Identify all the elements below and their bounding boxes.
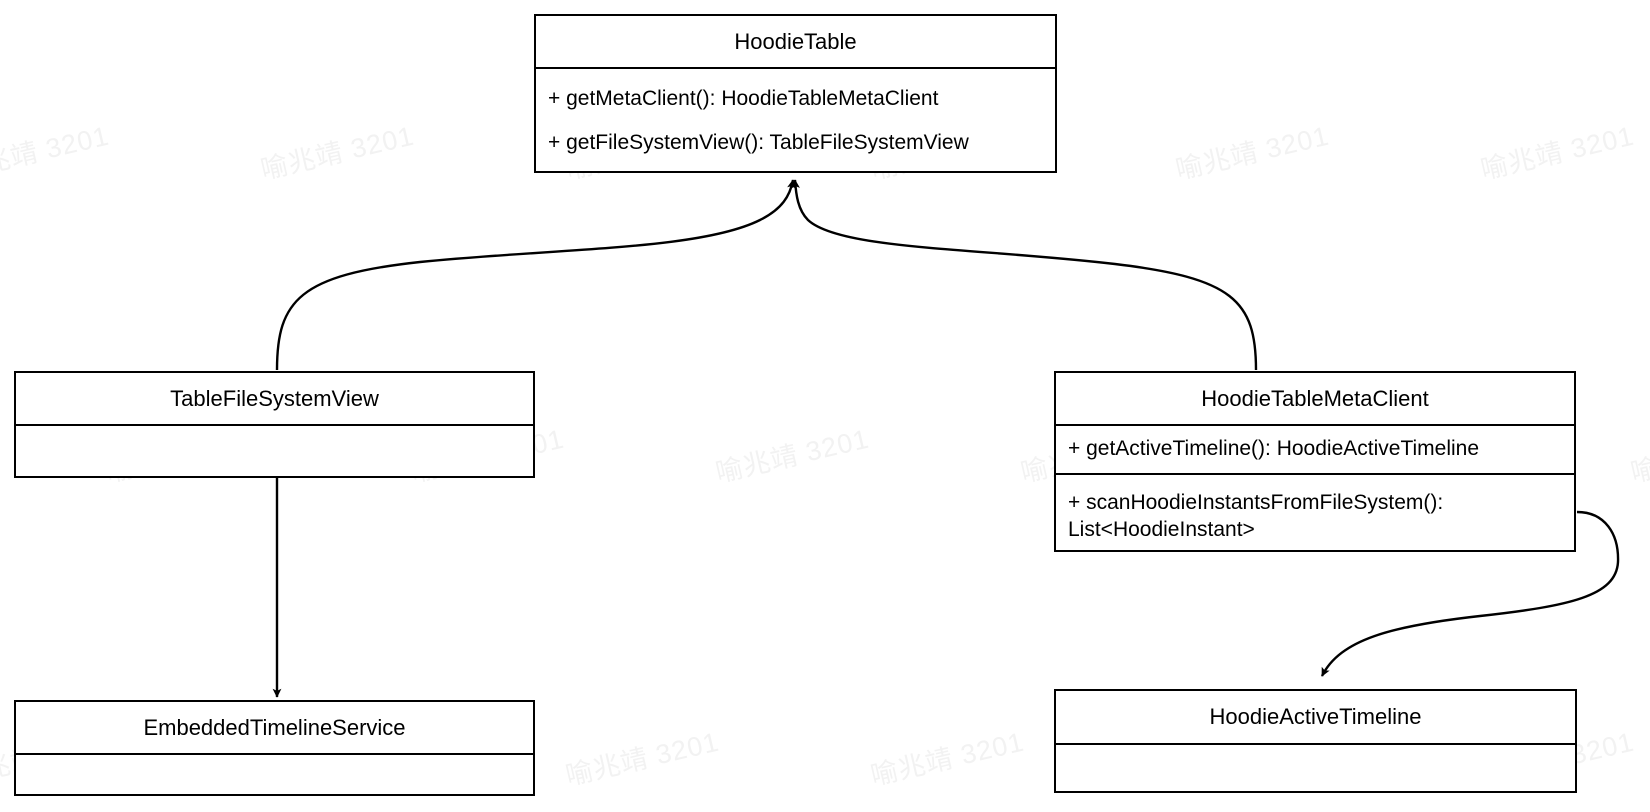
class-compartment-methods [16, 755, 533, 796]
class-name-hoodie-table-meta-client: HoodieTableMetaClient [1201, 385, 1429, 411]
class-box-table-file-system-view[interactable]: TableFileSystemView [14, 371, 535, 478]
class-name-table-file-system-view: TableFileSystemView [170, 385, 379, 411]
watermark-text: 喻兆靖 3201 [1627, 424, 1650, 489]
class-divider [1056, 424, 1574, 426]
class-divider [16, 753, 533, 755]
class-compartment-methods [16, 426, 533, 478]
watermark-text: 喻兆靖 3201 [257, 120, 418, 186]
class-box-hoodie-table-meta-client[interactable]: HoodieTableMetaClient + getActiveTimelin… [1054, 371, 1576, 552]
class-compartment-methods [1056, 745, 1575, 793]
class-member: + getFileSystemView(): TableFileSystemVi… [548, 130, 969, 154]
class-compartment-methods: + getMetaClient(): HoodieTableMetaClient… [536, 69, 1055, 173]
class-box-embedded-timeline-service[interactable]: EmbeddedTimelineService [14, 700, 535, 796]
class-divider [1056, 743, 1575, 745]
class-box-hoodie-active-timeline[interactable]: HoodieActiveTimeline [1054, 689, 1577, 793]
class-divider [1056, 473, 1574, 475]
class-divider [16, 424, 533, 426]
edge-tfsv-to-hoodietable [275, 179, 796, 371]
watermark-text: 喻兆靖 3201 [1477, 120, 1638, 186]
class-member: + getActiveTimeline(): HoodieActiveTimel… [1068, 437, 1480, 461]
class-divider [536, 67, 1055, 69]
class-name-hoodie-table: HoodieTable [734, 28, 857, 54]
class-box-hoodie-table[interactable]: HoodieTable + getMetaClient(): HoodieTab… [534, 14, 1057, 173]
watermark-text: 喻兆靖 3201 [0, 120, 113, 186]
watermark-text: 喻兆靖 3201 [867, 726, 1028, 792]
watermark-text: 喻兆靖 3201 [1172, 120, 1333, 186]
class-member: + scanHoodieInstantsFromFileSystem(): Li… [1068, 491, 1444, 541]
class-member: + getMetaClient(): HoodieTableMetaClient [548, 86, 939, 110]
class-compartment-methods: + getActiveTimeline(): HoodieActiveTimel… [1056, 426, 1574, 473]
watermark-text: 喻兆靖 3201 [562, 726, 723, 792]
class-compartment-methods: + scanHoodieInstantsFromFileSystem(): Li… [1056, 475, 1574, 554]
class-name-embedded-timeline-service: EmbeddedTimelineService [143, 714, 406, 740]
watermark-text: 喻兆靖 3201 [712, 423, 873, 489]
edge-htmc-to-hoodietable [791, 179, 1258, 371]
class-name-hoodie-active-timeline: HoodieActiveTimeline [1209, 704, 1422, 729]
